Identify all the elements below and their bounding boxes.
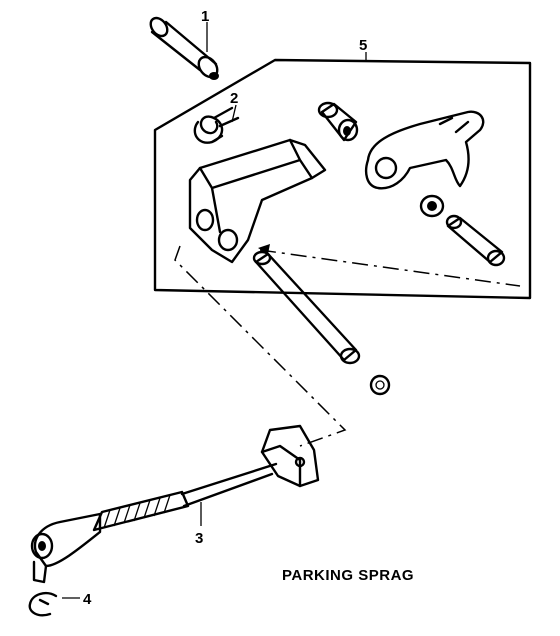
- callout-1: 1: [201, 8, 209, 25]
- part-spacer: [369, 374, 391, 396]
- part-bracket: [188, 138, 327, 264]
- part-sprag-pawl: [364, 110, 485, 190]
- assembly-frame: [153, 58, 532, 300]
- diagram-caption: PARKING SPRAG: [282, 567, 414, 584]
- alignment-line-2: [259, 249, 521, 287]
- part-clip: [28, 592, 58, 617]
- part-bushing: [317, 101, 359, 142]
- alignment-arrow: [258, 244, 270, 254]
- callout-4: 4: [83, 591, 92, 608]
- part-long-pin: [252, 250, 361, 365]
- leader-2: [231, 104, 237, 123]
- part-roll-pin: [445, 214, 506, 267]
- callout-5: 5: [359, 37, 367, 54]
- callout-3: 3: [195, 530, 203, 547]
- part-spring: [193, 106, 240, 144]
- part-pin: [149, 16, 219, 80]
- part-cable-rod: [30, 424, 320, 584]
- part-small-bushing: [419, 194, 445, 218]
- alignment-line: [174, 245, 347, 447]
- callout-2: 2: [230, 90, 238, 107]
